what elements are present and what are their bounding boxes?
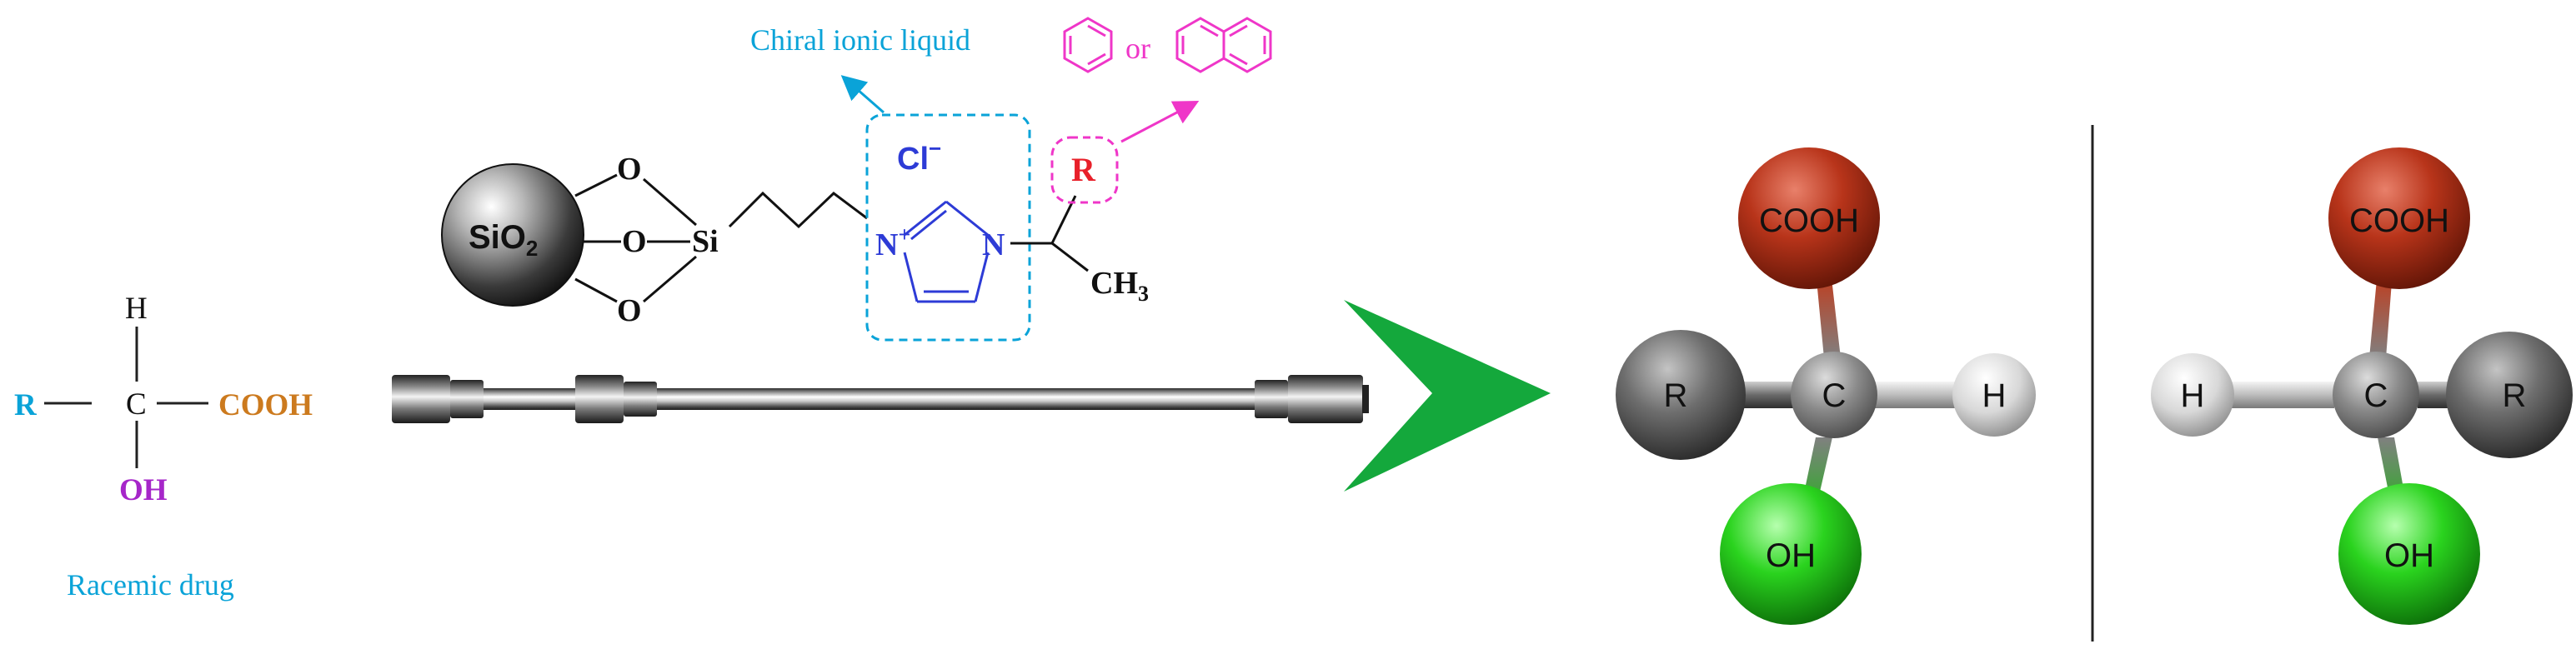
or-label: or <box>1125 32 1150 65</box>
hplc-column-icon <box>392 375 1369 423</box>
carbon-atom-label: C <box>1822 377 1847 414</box>
chiral-ionic-liquid-label: Chiral ionic liquid <box>750 23 970 57</box>
oxygen-middle: O <box>622 224 647 259</box>
racemic-oh-label: OH <box>119 473 168 507</box>
chiral-ionic-liquid-arrow <box>840 75 885 114</box>
selector-r-label: R <box>1071 151 1096 188</box>
oxygen-bottom: O <box>617 293 642 328</box>
enantiomer-left: COOH R C H OH <box>1616 147 2036 625</box>
oxygen-top: O <box>617 152 642 187</box>
chloride-label: Cl− <box>897 136 941 177</box>
enantiomer-right: COOH H C R OH <box>2151 147 2573 625</box>
r-atom-label: R <box>2503 377 2527 414</box>
column-fitting-left <box>392 375 450 423</box>
r-group-box <box>1050 136 1119 204</box>
bond-o1-si <box>643 177 697 227</box>
column-fitting-right <box>1288 375 1363 423</box>
bond-c-h <box>1867 382 1955 408</box>
cooh-atom <box>2328 147 2470 289</box>
ch3-label: CH3 <box>1090 266 1149 306</box>
n-label: N <box>982 227 1005 262</box>
bond-carbon-ch3 <box>1051 242 1089 272</box>
cooh-atom <box>1738 147 1880 289</box>
carbon-atom <box>2333 352 2419 438</box>
bond-c-cooh <box>2369 271 2393 358</box>
chiral-stationary-phase: SiO2 O O O Si Chiral ionic liquid Cl− <box>441 17 1272 342</box>
naphthalene-icon <box>1175 17 1272 73</box>
bond-o3-si <box>643 255 697 303</box>
racemic-cooh-label: COOH <box>218 388 313 422</box>
column-coupler <box>575 375 624 423</box>
racemic-h-label: H <box>125 292 148 326</box>
h-atom-label: H <box>1982 377 2007 414</box>
silicon-label: Si <box>692 224 719 259</box>
cooh-atom-label: COOH <box>1759 202 1859 239</box>
h-atom <box>2151 353 2234 437</box>
bond-c-cooh <box>1816 271 1841 358</box>
cooh-atom-label: COOH <box>2349 202 2449 239</box>
racemic-c-label: C <box>126 387 147 422</box>
racemic-drug-caption: Racemic drug <box>67 568 234 602</box>
imidazolium-ring <box>903 200 990 303</box>
r-atom <box>2446 332 2573 458</box>
bond-c-h <box>2226 382 2334 408</box>
bond-sphere-o3 <box>574 277 618 303</box>
n-plus-label: N+ <box>875 222 910 262</box>
oh-atom-label: OH <box>1766 537 1816 574</box>
bond-sphere-o1 <box>574 173 618 197</box>
oh-atom <box>1720 483 1862 625</box>
racemic-r-label: R <box>14 388 38 422</box>
carbon-atom-label: C <box>2364 377 2388 414</box>
oh-atom-label: OH <box>2384 537 2434 574</box>
chiral-ionic-liquid-box <box>865 113 1031 342</box>
r-group-arrow <box>1120 101 1200 143</box>
propyl-linker <box>728 191 868 229</box>
forward-arrow-icon <box>1344 300 1551 492</box>
sio2-label: SiO2 <box>469 219 538 261</box>
h-atom-label: H <box>2181 377 2205 414</box>
benzene-ring-icon <box>1063 17 1113 73</box>
r-atom <box>1616 330 1746 460</box>
carbon-atom <box>1791 352 1877 438</box>
oh-atom <box>2338 483 2480 625</box>
racemic-drug-structure: R H C COOH OH Racemic drug <box>14 292 313 602</box>
column-tube <box>392 388 1367 410</box>
h-atom <box>1952 353 2036 437</box>
silica-sphere <box>441 163 584 307</box>
r-atom-label: R <box>1664 377 1688 414</box>
